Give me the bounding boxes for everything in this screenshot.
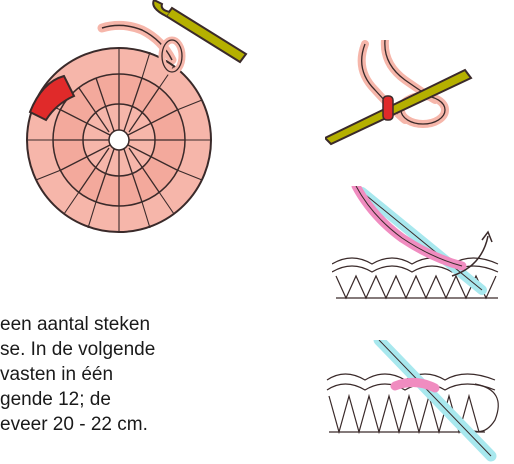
text-line: se. In de volgende <box>0 337 300 362</box>
stitch-diagram-bottom <box>325 340 507 464</box>
crochet-round-illustration <box>22 0 252 260</box>
stitch-diagram-top <box>332 186 502 304</box>
text-line: een aantal steken <box>0 312 300 337</box>
text-line: gende 12; de <box>0 387 300 412</box>
hook-loop-illustration <box>325 40 485 150</box>
text-line: vasten in één <box>0 362 300 387</box>
instruction-text: een aantal steken se. In de volgende vas… <box>0 312 300 437</box>
text-line: eveer 20 - 22 cm. <box>0 412 300 437</box>
